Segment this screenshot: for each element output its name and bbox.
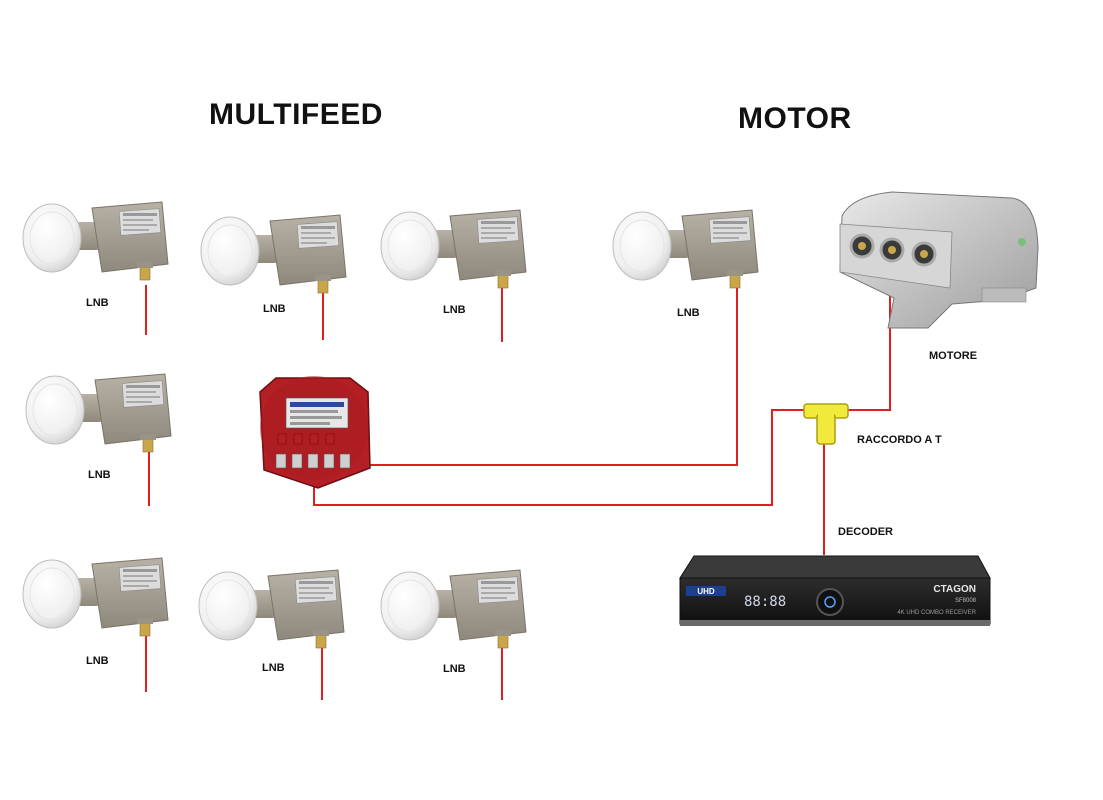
lnb-5	[22, 557, 169, 637]
decoder-brand: CTAGON	[933, 584, 976, 595]
diseqc-switch-icon	[259, 376, 371, 489]
lnb-label: LNB	[677, 307, 700, 319]
decoder-icon: UHD 88:88 CTAGON SF8008 4K UHD COMBO REC…	[679, 555, 991, 626]
lnb-label: LNB	[443, 304, 466, 316]
lnb-label: LNB	[86, 297, 109, 309]
cable-motor-lnb-to-switch	[365, 288, 738, 466]
cables	[145, 283, 891, 700]
motor-label: MOTORE	[929, 350, 978, 362]
lnb-label: LNB	[443, 663, 466, 675]
decoder-label: DECODER	[838, 526, 894, 538]
lnb-6	[198, 569, 345, 649]
t-connector-icon	[803, 403, 849, 445]
title-multifeed: MULTIFEED	[209, 98, 383, 131]
cable-tee-to-motor	[846, 290, 891, 411]
motor-icon	[839, 191, 1039, 329]
tee-label: RACCORDO A T	[857, 434, 942, 446]
decoder-badge: UHD	[697, 587, 715, 596]
decoder-model: SF8008	[955, 598, 977, 604]
title-motor: MOTOR	[738, 102, 852, 135]
lnb-label: LNB	[86, 655, 109, 667]
decoder-tagline: 4K UHD COMBO RECEIVER	[897, 610, 976, 616]
cable-switch-to-tee	[313, 409, 806, 506]
lnb-4	[25, 373, 172, 453]
lnb-label: LNB	[263, 303, 286, 315]
lnb-label: LNB	[88, 469, 111, 481]
lnb-3	[380, 209, 527, 289]
decoder-display: 88:88	[744, 594, 786, 610]
lnb-7	[380, 569, 527, 649]
lnb-label: LNB	[262, 662, 285, 674]
lnb-1	[22, 201, 169, 281]
lnb-2	[200, 214, 347, 294]
lnb-motor	[612, 209, 759, 289]
